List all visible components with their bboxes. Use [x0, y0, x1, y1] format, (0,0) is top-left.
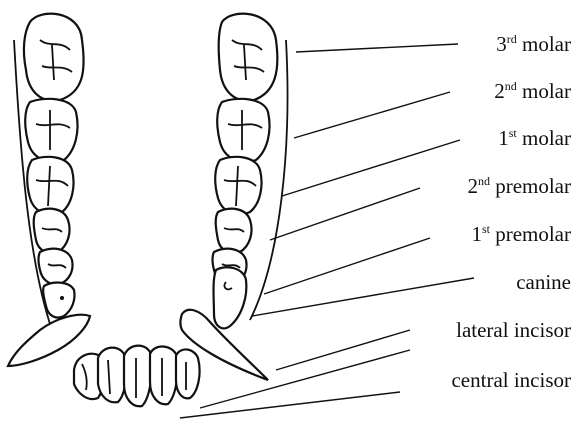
right-molar-3	[219, 14, 278, 101]
right-molar-2	[217, 99, 269, 162]
leader-premolar2	[270, 188, 420, 240]
label-first-molar: 1st molar	[498, 128, 571, 149]
right-molar-1	[215, 157, 261, 215]
left-molar-2	[25, 99, 77, 162]
right-premolar-2	[216, 209, 252, 254]
label-second-premolar: 2nd premolar	[467, 176, 571, 197]
label-lateral-incisor: lateral incisor	[456, 320, 571, 341]
left-premolar-2	[34, 209, 70, 254]
leader-lateral-incisor	[276, 330, 410, 370]
incisors	[74, 346, 200, 407]
label-canine: canine	[516, 272, 571, 293]
left-molar-1	[27, 157, 73, 215]
label-third-molar: 3rd molar	[496, 34, 571, 55]
leader-premolar1	[264, 238, 430, 294]
left-premolar-1	[39, 249, 73, 285]
leader-canine	[252, 278, 474, 316]
leader-molar2	[294, 92, 450, 138]
left-canine	[43, 283, 74, 318]
label-second-molar: 2nd molar	[494, 81, 571, 102]
label-central-incisor: central incisor	[451, 370, 571, 391]
label-first-premolar: 1st premolar	[471, 224, 571, 245]
leader-molar1	[282, 140, 460, 196]
leader-molar3	[296, 44, 458, 52]
right-canine	[214, 267, 247, 328]
left-molar-3	[24, 14, 84, 101]
